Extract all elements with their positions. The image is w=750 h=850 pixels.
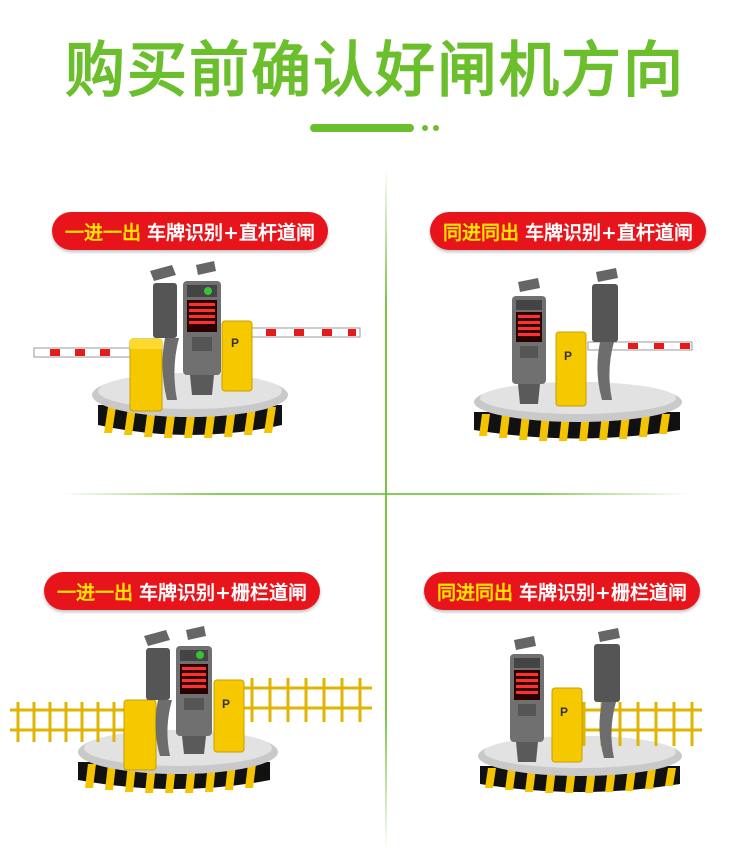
scene-one-in-one-out-straight: P — [33, 261, 361, 438]
panel-label-4: 同进同出 车牌识别+栅栏道闸 — [424, 572, 700, 610]
panel-desc-text: 车牌识别+直杆道闸 — [525, 221, 693, 244]
scene-same-lane-straight: P — [474, 268, 693, 441]
title-dot — [433, 125, 439, 131]
svg-text:P: P — [560, 705, 568, 719]
panel-mode-text: 一进一出 — [65, 221, 142, 244]
title-dot — [422, 125, 428, 131]
panel-label-2: 同进同出 车牌识别+直杆道闸 — [430, 212, 706, 250]
svg-text:P: P — [231, 336, 239, 350]
panel-desc-text: 车牌识别+直杆道闸 — [147, 221, 315, 244]
scene-same-lane-fence: P — [478, 628, 702, 793]
panel-mode-text: 同进同出 — [443, 221, 520, 244]
divider-vertical — [385, 168, 387, 850]
svg-text:P: P — [564, 349, 572, 363]
panel-desc-text: 车牌识别+栅栏道闸 — [139, 581, 307, 604]
panel-mode-text: 同进同出 — [437, 581, 514, 604]
scene-one-in-one-out-fence: P — [10, 626, 372, 793]
title-underline — [310, 124, 414, 132]
panel-desc-text: 车牌识别+栅栏道闸 — [519, 581, 687, 604]
panel-label-3: 一进一出 车牌识别+栅栏道闸 — [44, 572, 320, 610]
page-title: 购买前确认好闸机方向 — [65, 36, 685, 106]
divider-horizontal — [60, 493, 690, 495]
panel-mode-text: 一进一出 — [57, 581, 134, 604]
panel-label-1: 一进一出 车牌识别+直杆道闸 — [52, 212, 328, 250]
svg-text:P: P — [222, 697, 230, 711]
